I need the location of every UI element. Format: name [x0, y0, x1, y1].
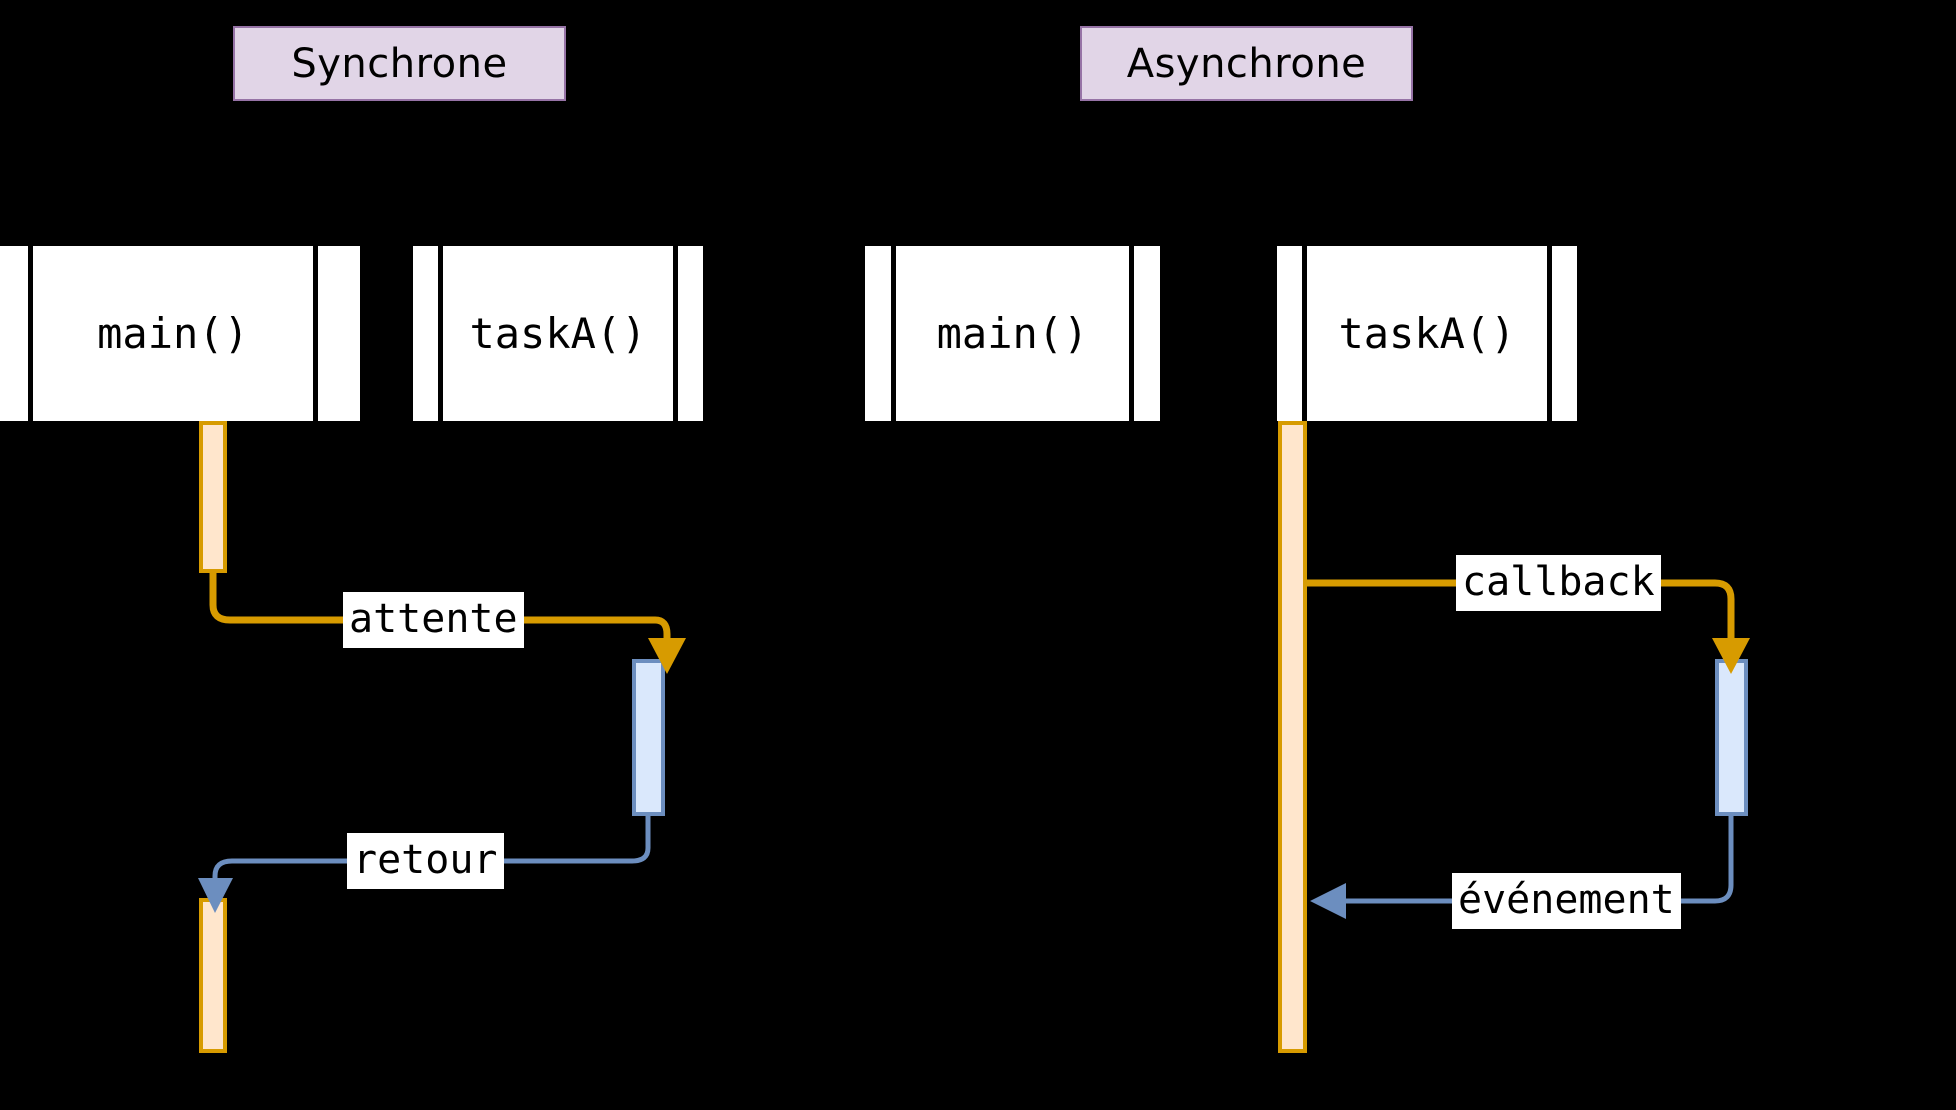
- section-title-asynchrone: Asynchrone: [1080, 26, 1413, 101]
- participant-inner: taskA(): [1302, 246, 1552, 421]
- participant-label: main(): [97, 309, 249, 358]
- participant-inner: taskA(): [438, 246, 678, 421]
- activation-bar-async-taska: [1715, 659, 1748, 816]
- activation-bar-sync-main-1: [199, 421, 227, 573]
- participant-inner: main(): [28, 246, 318, 421]
- message-label-attente: attente: [343, 592, 524, 648]
- activation-bar-sync-taska: [632, 659, 665, 816]
- participant-inner: main(): [891, 246, 1134, 421]
- participant-label: taskA(): [469, 309, 647, 358]
- arrow-head-evenement: [1310, 883, 1346, 919]
- participant-box-sync-taska: taskA(): [413, 246, 703, 421]
- activation-bar-async-main: [1278, 421, 1307, 1053]
- activation-bar-sync-main-2: [199, 898, 227, 1053]
- message-label-callback: callback: [1456, 555, 1661, 611]
- message-label-evenement: événement: [1452, 873, 1681, 929]
- section-title-synchrone: Synchrone: [233, 26, 566, 101]
- participant-box-sync-main: main(): [0, 246, 360, 421]
- participant-label: taskA(): [1338, 309, 1516, 358]
- participant-box-async-main: main(): [865, 246, 1160, 421]
- message-label-retour: retour: [347, 833, 504, 889]
- participant-box-async-taska: taskA(): [1277, 246, 1577, 421]
- participant-label: main(): [936, 309, 1089, 358]
